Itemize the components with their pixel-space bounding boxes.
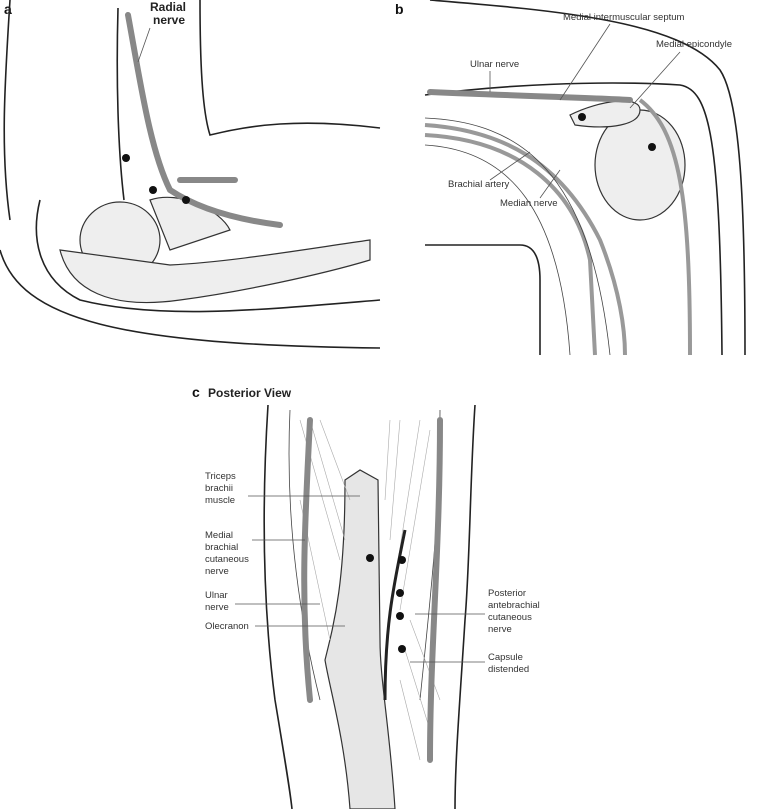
arm-outline — [3, 0, 11, 221]
radial-nerve — [125, 12, 283, 228]
panel-c-title: Posterior View — [208, 386, 292, 400]
label-ulnar-nerve: Ulnar nerve — [205, 590, 320, 613]
lateral-epicondyle — [149, 196, 231, 251]
label-capsule: Capsule distended — [410, 652, 529, 675]
brachial-artery-label: Brachial artery — [448, 179, 509, 190]
medial-epicondyle-label: Medial epicondyle — [656, 39, 732, 50]
arm-outline-left — [263, 404, 293, 809]
vessel-outlines — [424, 117, 611, 356]
injection-point — [122, 154, 130, 162]
humerus-line — [116, 7, 125, 201]
injection-point — [396, 612, 404, 620]
radial-nerve-label-2: nerve — [153, 13, 185, 27]
medial-brachial-cutaneous-nerve — [301, 417, 313, 703]
injection-point — [578, 113, 586, 121]
muscle-fibers — [299, 419, 441, 761]
medial-intermuscular-septum-label: Medial intermuscular septum — [563, 12, 685, 23]
septum-bone — [569, 100, 641, 128]
capsule-label-2: distended — [488, 664, 529, 675]
posterior-antebrachial-cutaneous-nerve — [427, 417, 443, 763]
forearm-lower-outline — [0, 249, 381, 349]
ulnar-nerve — [427, 89, 633, 103]
injection-point — [648, 143, 656, 151]
triceps-label-3: muscle — [205, 495, 235, 506]
radius-ulna — [59, 239, 371, 304]
injection-point — [149, 186, 157, 194]
panel-b-letter: b — [395, 1, 404, 17]
ulnar-nerve-label: Ulnar nerve — [470, 59, 519, 70]
posterior-antebrachial-label-3: cutaneous — [488, 612, 532, 623]
olecranon-label: Olecranon — [205, 621, 249, 632]
injection-point — [396, 589, 404, 597]
arm-outline-top — [429, 0, 746, 356]
posterior-antebrachial-label-1: Posterior — [488, 588, 526, 599]
ulnar-nerve-distal — [638, 98, 692, 356]
label-olecranon: Olecranon — [205, 621, 345, 632]
triceps-label-1: Triceps — [205, 471, 236, 482]
leader-line — [489, 151, 531, 181]
label-triceps: Triceps brachii muscle — [205, 471, 360, 506]
ulnar-label-1: Ulnar — [205, 590, 228, 601]
leader-line — [629, 51, 681, 109]
triceps-tendon — [324, 469, 396, 809]
radial-nerve-label: Radial — [150, 0, 186, 14]
arm-outline-inner — [424, 82, 723, 356]
median-nerve — [424, 133, 597, 356]
medial-brachial-label-4: nerve — [205, 566, 229, 577]
leader-line — [559, 23, 611, 101]
panel-a-letter: a — [4, 1, 12, 17]
arm-crease — [199, 0, 381, 136]
panel-c-letter: c — [192, 384, 200, 400]
leader-line — [539, 169, 561, 199]
injection-point — [398, 556, 406, 564]
ulnar-label-2: nerve — [205, 602, 229, 613]
forearm-outline — [35, 199, 381, 313]
injection-point — [182, 196, 190, 204]
arm-outline-right — [454, 404, 476, 809]
ulnar-nerve-line — [383, 529, 407, 701]
triceps-label-2: brachii — [205, 483, 233, 494]
label-medial-brachial: Medial brachial cutaneous nerve — [205, 530, 305, 577]
posterior-antebrachial-label-2: antebrachial — [488, 600, 540, 611]
medial-brachial-label-2: brachial — [205, 542, 238, 553]
injection-point — [366, 554, 374, 562]
injection-point — [398, 645, 406, 653]
leader-line — [137, 27, 151, 63]
medial-brachial-label-3: cutaneous — [205, 554, 249, 565]
panel-b-medial-elbow: b Medial intermuscular septum Medial epi… — [395, 0, 746, 356]
posterior-antebrachial-label-4: nerve — [488, 624, 512, 635]
forearm-outline — [425, 244, 541, 355]
medial-brachial-label-1: Medial — [205, 530, 233, 541]
panel-c-posterior-view: c Posterior View Triceps brachii muscle … — [192, 384, 540, 809]
capsule-label-1: Capsule — [488, 652, 523, 663]
panel-a-lateral-elbow: a Radial nerve — [0, 0, 381, 349]
label-posterior-antebrachial: Posterior antebrachial cutaneous nerve — [415, 588, 540, 635]
brachial-artery — [424, 123, 627, 356]
median-nerve-label: Median nerve — [500, 198, 558, 209]
